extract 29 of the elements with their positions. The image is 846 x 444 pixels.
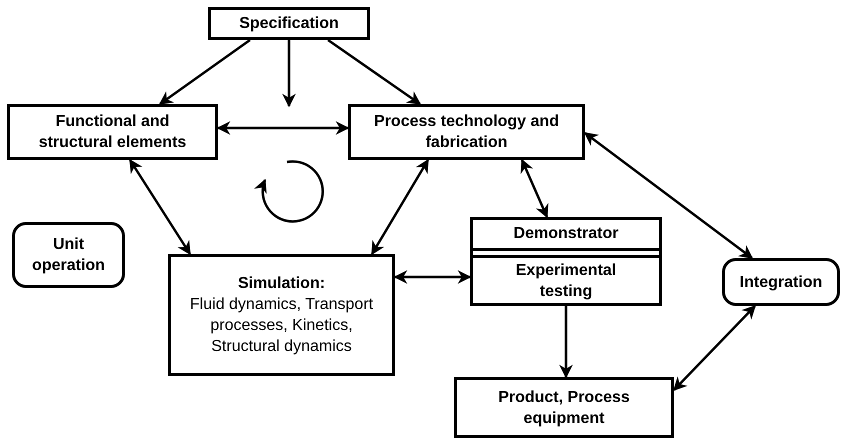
process-box (208, 7, 370, 40)
arrow (370, 158, 430, 256)
process-box (454, 377, 674, 438)
process-box (7, 104, 218, 160)
arrow (327, 38, 422, 106)
process-box (470, 217, 662, 306)
arrow (394, 270, 472, 284)
rounded-box (12, 222, 125, 288)
arrow (216, 121, 350, 135)
arrow (158, 38, 251, 106)
box-label: Product, Process equipment (497, 388, 631, 428)
arrow (584, 132, 754, 259)
box-heading: Demonstrator (514, 224, 618, 244)
box-label: Unit operation (31, 235, 106, 276)
arrow (282, 40, 296, 108)
box-label: Process technology and fabrication (373, 112, 560, 153)
box-label: Simulation: (238, 274, 326, 294)
arrow (673, 305, 756, 391)
box-text: Experimental testing (514, 260, 618, 302)
box-label: Specification (239, 14, 339, 34)
arrow (559, 306, 573, 378)
box-text: Fluid dynamics, Transport processes, Kinetics, Structural dynamics (188, 295, 374, 357)
box-label: Integration (740, 272, 822, 292)
process-box (168, 254, 395, 376)
arrow (520, 158, 548, 218)
box-label: Functional and structural elements (38, 112, 188, 153)
rounded-box (722, 258, 840, 306)
arrow (128, 158, 192, 256)
process-box (348, 104, 585, 160)
